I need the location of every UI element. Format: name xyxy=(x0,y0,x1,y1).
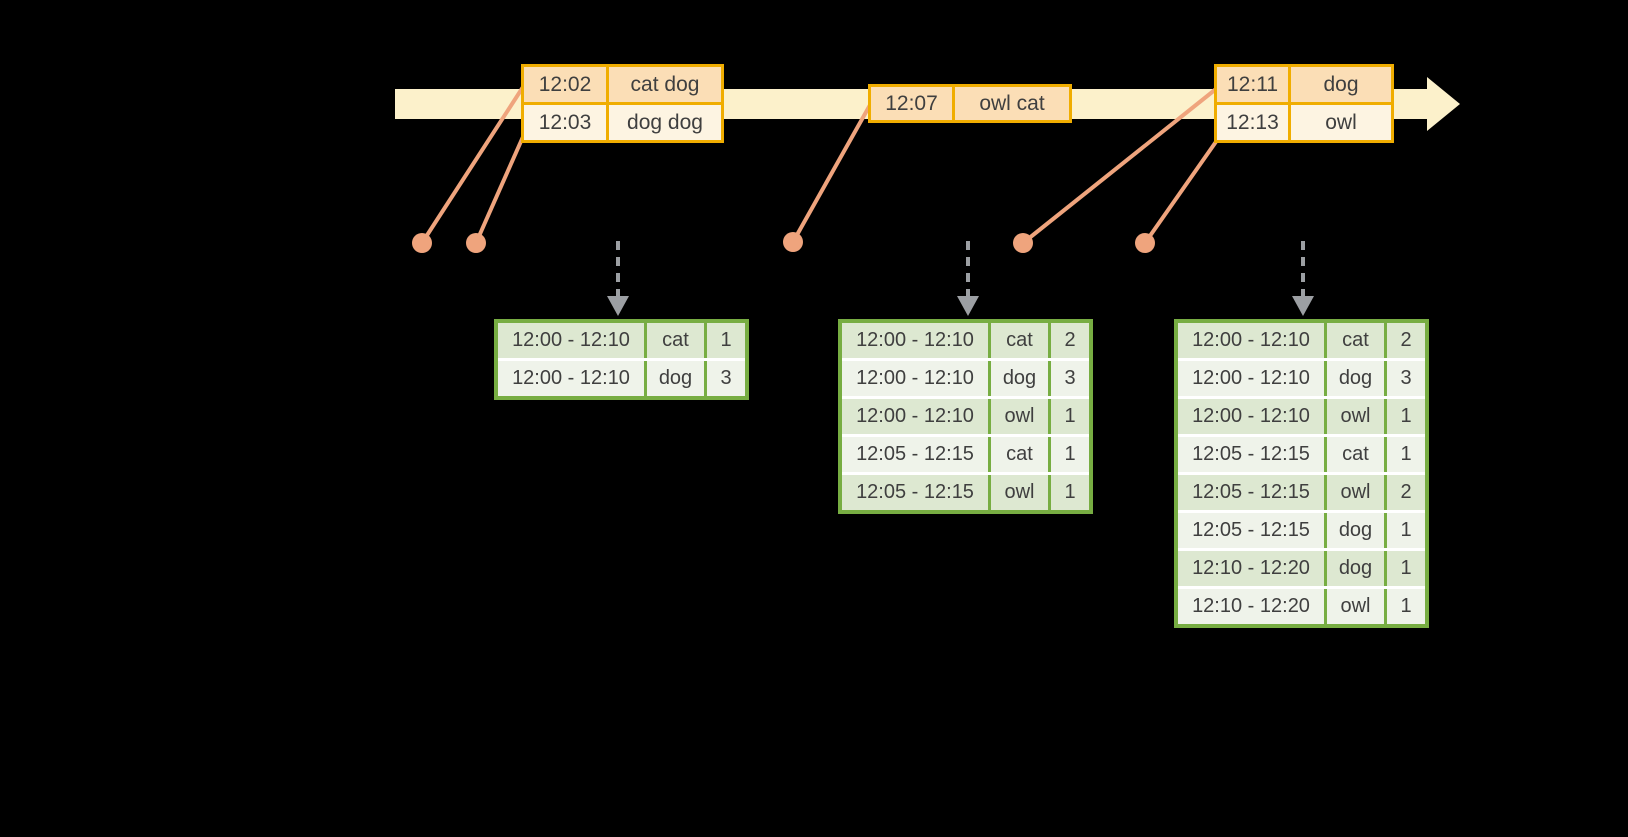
word-cell: owl xyxy=(1327,399,1384,434)
count-cell: 2 xyxy=(1387,323,1425,358)
connector-line xyxy=(791,104,872,243)
result-table-1: 12:00 - 12:10 cat 1 12:00 - 12:10 dog 3 xyxy=(494,319,749,400)
event-table-2: 12:07 owl cat xyxy=(868,84,1072,123)
count-cell: 1 xyxy=(1387,513,1425,548)
table-row: 12:00 - 12:10 dog 3 xyxy=(842,361,1089,396)
word-cell: cat xyxy=(1327,323,1384,358)
table-row: 12:00 - 12:10 owl 1 xyxy=(842,399,1089,434)
table-row: 12:00 - 12:10 dog 3 xyxy=(498,361,745,396)
table-row: 12:05 - 12:15 dog 1 xyxy=(1178,513,1425,548)
window-cell: 12:00 - 12:10 xyxy=(498,361,644,396)
count-cell: 1 xyxy=(707,323,745,358)
connector-line xyxy=(1143,134,1222,245)
count-cell: 1 xyxy=(1387,551,1425,586)
word-cell: owl xyxy=(1327,589,1384,624)
count-cell: 1 xyxy=(1387,589,1425,624)
count-cell: 1 xyxy=(1051,437,1089,472)
window-cell: 12:05 - 12:15 xyxy=(1178,513,1324,548)
table-row: 12:05 - 12:15 cat 1 xyxy=(1178,437,1425,472)
result-table-2: 12:00 - 12:10 cat 2 12:00 - 12:10 dog 3 … xyxy=(838,319,1093,514)
event-table-1: 12:02 cat dog 12:03 dog dog xyxy=(521,64,724,143)
word-cell: dog xyxy=(1327,361,1384,396)
timeline-arrowhead-icon xyxy=(1427,77,1460,131)
count-cell: 1 xyxy=(1387,437,1425,472)
window-cell: 12:00 - 12:10 xyxy=(1178,323,1324,358)
event-dot-icon xyxy=(466,233,486,253)
word-cell: dog xyxy=(1327,551,1384,586)
table-row: 12:10 - 12:20 owl 1 xyxy=(1178,589,1425,624)
event-time-cell: 12:11 xyxy=(1217,67,1288,102)
window-cell: 12:00 - 12:10 xyxy=(842,323,988,358)
word-cell: dog xyxy=(991,361,1048,396)
word-cell: owl xyxy=(991,399,1048,434)
word-cell: owl xyxy=(1327,475,1384,510)
count-cell: 3 xyxy=(1387,361,1425,396)
trigger-arrowhead-icon xyxy=(957,296,979,316)
event-words-cell: owl cat xyxy=(955,87,1069,120)
word-cell: cat xyxy=(991,323,1048,358)
event-time-cell: 12:07 xyxy=(871,87,952,120)
table-row: 12:05 - 12:15 cat 1 xyxy=(842,437,1089,472)
window-cell: 12:05 - 12:15 xyxy=(1178,437,1324,472)
event-words-cell: dog xyxy=(1291,67,1391,102)
table-row: 12:00 - 12:10 dog 3 xyxy=(1178,361,1425,396)
table-row: 12:00 - 12:10 cat 2 xyxy=(1178,323,1425,358)
window-cell: 12:00 - 12:10 xyxy=(842,399,988,434)
table-row: 12:10 - 12:20 dog 1 xyxy=(1178,551,1425,586)
table-row: 12:05 - 12:15 owl 1 xyxy=(842,475,1089,510)
window-cell: 12:10 - 12:20 xyxy=(1178,589,1324,624)
word-cell: cat xyxy=(1327,437,1384,472)
event-dot-icon xyxy=(783,232,803,252)
count-cell: 1 xyxy=(1387,399,1425,434)
window-cell: 12:00 - 12:10 xyxy=(1178,399,1324,434)
window-cell: 12:00 - 12:10 xyxy=(842,361,988,396)
result-table-3: 12:00 - 12:10 cat 2 12:00 - 12:10 dog 3 … xyxy=(1174,319,1429,628)
window-cell: 12:05 - 12:15 xyxy=(842,437,988,472)
event-words-cell: owl xyxy=(1291,105,1391,140)
word-cell: cat xyxy=(991,437,1048,472)
window-cell: 12:00 - 12:10 xyxy=(1178,361,1324,396)
table-row: 12:00 - 12:10 owl 1 xyxy=(1178,399,1425,434)
event-table-3: 12:11 dog 12:13 owl xyxy=(1214,64,1394,143)
count-cell: 3 xyxy=(707,361,745,396)
table-row: 12:05 - 12:15 owl 2 xyxy=(1178,475,1425,510)
event-words-cell: cat dog xyxy=(609,67,721,102)
connector-line xyxy=(474,129,528,244)
count-cell: 2 xyxy=(1387,475,1425,510)
trigger-arrowhead-icon xyxy=(607,296,629,316)
word-cell: dog xyxy=(1327,513,1384,548)
window-cell: 12:10 - 12:20 xyxy=(1178,551,1324,586)
count-cell: 3 xyxy=(1051,361,1089,396)
count-cell: 1 xyxy=(1051,399,1089,434)
connector-line xyxy=(1021,87,1218,245)
window-cell: 12:05 - 12:15 xyxy=(842,475,988,510)
word-cell: cat xyxy=(647,323,704,358)
window-cell: 12:05 - 12:15 xyxy=(1178,475,1324,510)
event-words-cell: dog dog xyxy=(609,105,721,140)
table-row: 12:00 - 12:10 cat 2 xyxy=(842,323,1089,358)
event-dot-icon xyxy=(412,233,432,253)
count-cell: 2 xyxy=(1051,323,1089,358)
word-cell: owl xyxy=(991,475,1048,510)
count-cell: 1 xyxy=(1051,475,1089,510)
window-cell: 12:00 - 12:10 xyxy=(498,323,644,358)
event-time-cell: 12:13 xyxy=(1217,105,1288,140)
connector-line xyxy=(420,85,525,245)
event-dot-icon xyxy=(1135,233,1155,253)
word-cell: dog xyxy=(647,361,704,396)
event-time-cell: 12:03 xyxy=(524,105,606,140)
event-time-cell: 12:02 xyxy=(524,67,606,102)
event-dot-icon xyxy=(1013,233,1033,253)
trigger-arrowhead-icon xyxy=(1292,296,1314,316)
table-row: 12:00 - 12:10 cat 1 xyxy=(498,323,745,358)
